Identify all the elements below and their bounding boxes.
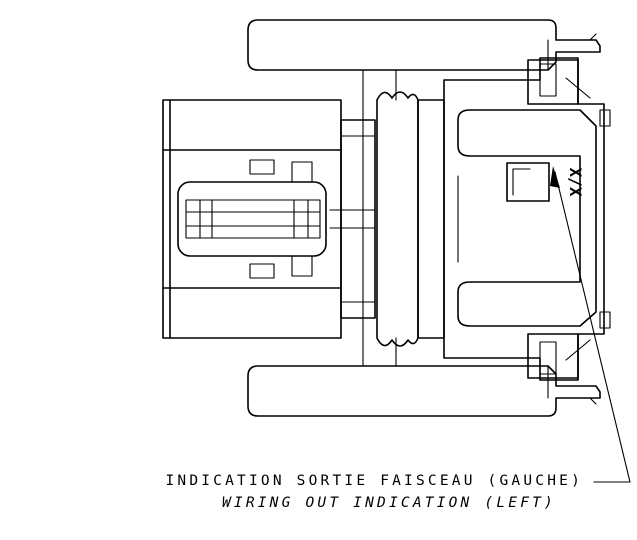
callout-french: INDICATION SORTIE FAISCEAU (GAUCHE) xyxy=(165,473,583,489)
seal-ring xyxy=(376,69,445,367)
rear-housing xyxy=(162,99,342,339)
callout-leader-line xyxy=(550,166,631,483)
middle-collar xyxy=(329,69,376,367)
callout-english: WIRING OUT INDICATION (LEFT) xyxy=(222,495,556,511)
front-housing xyxy=(443,57,611,381)
top-latch-arm xyxy=(247,19,601,71)
bottom-latch-arm xyxy=(247,365,601,417)
part-marking: X/X xyxy=(566,168,585,197)
